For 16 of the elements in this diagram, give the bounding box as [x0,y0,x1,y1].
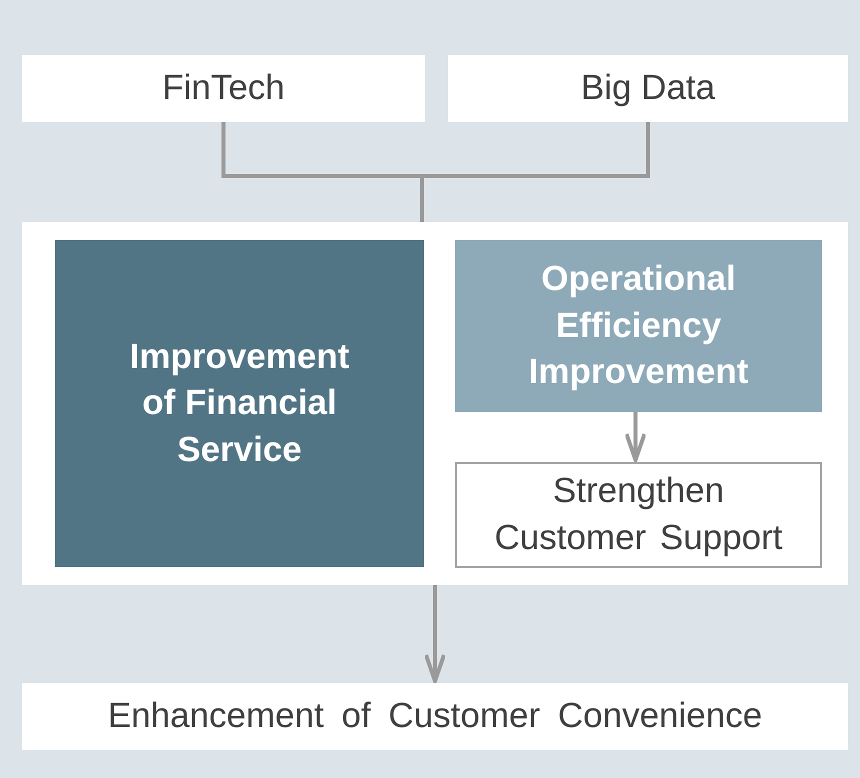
connector-line [420,122,650,222]
process-box [455,240,822,412]
highlight-box [55,240,424,567]
label-box [22,683,848,750]
node-text: Strengthen Customer Support [493,470,784,559]
arrow [424,585,446,683]
node-text: Operational Efficiency Improvement [528,258,750,394]
label-box [448,55,848,122]
node-text: FinTech [162,67,285,110]
label-box [22,55,425,122]
node-text: Enhancement of Customer Convenience [108,695,762,738]
panel-background [22,222,848,585]
node-text: Improvement of Financial Service [128,336,350,471]
outlined-box [455,462,822,568]
arrow [624,412,646,462]
node-text: Big Data [580,67,716,110]
